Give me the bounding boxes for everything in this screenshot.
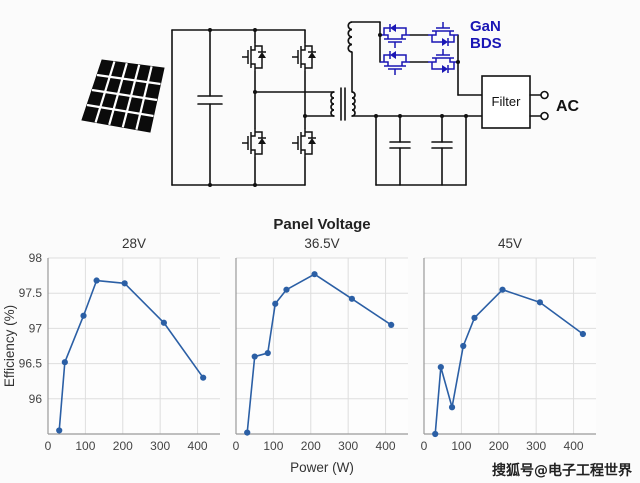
svg-text:100: 100	[263, 439, 283, 453]
svg-text:98: 98	[29, 251, 43, 265]
ac-terminals	[529, 90, 549, 121]
chart-panel: 0 100 200 300 400 45V	[421, 236, 596, 453]
mosfet-icon	[291, 41, 317, 73]
svg-text:300: 300	[526, 439, 546, 453]
svg-text:96.5: 96.5	[19, 357, 43, 371]
mosfet-icon	[241, 127, 267, 159]
chart-panel: 0 100 200 300 400 36.5V	[233, 236, 408, 453]
y-axis-label: Efficiency (%)	[2, 305, 17, 387]
data-point-marker	[61, 359, 68, 366]
solar-panel-icon	[81, 59, 165, 133]
svg-text:300: 300	[150, 439, 170, 453]
ac-label: AC	[556, 98, 580, 115]
data-point-marker	[437, 364, 444, 371]
gan-fet-icon	[427, 48, 459, 74]
gan-fet-icon	[379, 50, 411, 76]
output-capacitor-icon	[389, 115, 411, 186]
output-capacitor-icon	[431, 115, 453, 186]
mosfet-icon	[291, 127, 317, 159]
gan-fet-icon	[379, 23, 411, 49]
data-point-marker	[579, 330, 587, 338]
data-point-marker	[244, 429, 251, 436]
svg-text:96: 96	[29, 392, 43, 406]
data-point-marker	[160, 319, 168, 326]
data-point-marker	[311, 271, 318, 278]
data-point-marker	[56, 427, 63, 434]
panel-voltage-label: 28V	[122, 236, 146, 251]
output-inductor-icon	[347, 21, 353, 53]
svg-text:400: 400	[376, 439, 396, 453]
svg-text:0: 0	[45, 439, 52, 453]
data-point-marker	[460, 342, 467, 350]
circuit-wires-primary	[171, 29, 335, 186]
data-point-marker	[536, 299, 544, 306]
data-point-marker	[471, 314, 478, 321]
svg-text:400: 400	[564, 439, 584, 453]
svg-text:200: 200	[113, 439, 133, 453]
gan-fet-icon	[427, 21, 459, 47]
mosfet-icon	[241, 41, 267, 73]
svg-text:200: 200	[301, 439, 321, 453]
transformer-icon	[330, 87, 356, 121]
data-point-marker	[348, 295, 356, 302]
filter-box	[481, 75, 531, 129]
panel-voltage-label: 36.5V	[304, 236, 339, 251]
data-point-marker	[448, 404, 456, 411]
data-point-marker	[93, 277, 100, 284]
data-point-marker	[200, 374, 207, 381]
chart-panels: 0 100 200 300 400 96 96.5 97 97.5 98 28V 0 100 200 300…	[19, 236, 596, 453]
chart-panel: 0 100 200 300 400 96 96.5 97 97.5 98 28V	[19, 236, 220, 453]
input-capacitor-icon	[197, 29, 223, 186]
data-point-marker	[264, 349, 271, 357]
svg-text:100: 100	[75, 439, 95, 453]
svg-text:300: 300	[338, 439, 358, 453]
data-point-marker	[121, 280, 128, 287]
svg-text:200: 200	[489, 439, 509, 453]
gan-bds-switches	[379, 21, 459, 76]
circuit-wires-secondary	[347, 21, 483, 186]
svg-text:97: 97	[29, 321, 43, 335]
efficiency-series	[434, 288, 584, 435]
svg-text:0: 0	[421, 439, 428, 453]
filter-label: Filter	[492, 94, 522, 109]
data-point-marker	[251, 353, 258, 360]
circuit-diagram: GaN BDS Filter AC	[81, 18, 580, 187]
data-point-marker	[499, 286, 506, 293]
gan-bds-label-line1: GaN	[470, 18, 501, 35]
svg-text:0: 0	[233, 439, 240, 453]
x-axis-label: Power (W)	[290, 460, 354, 475]
svg-text:400: 400	[188, 439, 208, 453]
ac-terminal-icon	[540, 111, 549, 121]
data-point-marker	[80, 312, 87, 319]
svg-text:100: 100	[451, 439, 471, 453]
junction-dots	[208, 28, 468, 187]
data-point-marker	[283, 286, 290, 293]
panel-voltage-label: 45V	[498, 236, 522, 251]
data-point-marker	[272, 300, 279, 307]
svg-text:97.5: 97.5	[19, 286, 43, 300]
chart-title: Panel Voltage	[273, 216, 370, 233]
data-point-marker	[388, 321, 395, 328]
gan-bds-label-line2: BDS	[470, 35, 502, 52]
watermark: 搜狐号@电子工程世界	[492, 463, 632, 479]
data-point-marker	[432, 430, 439, 438]
efficiency-chart: Panel Voltage Efficiency (%) Power (W) 0…	[2, 216, 596, 475]
ac-terminal-icon	[540, 90, 549, 100]
